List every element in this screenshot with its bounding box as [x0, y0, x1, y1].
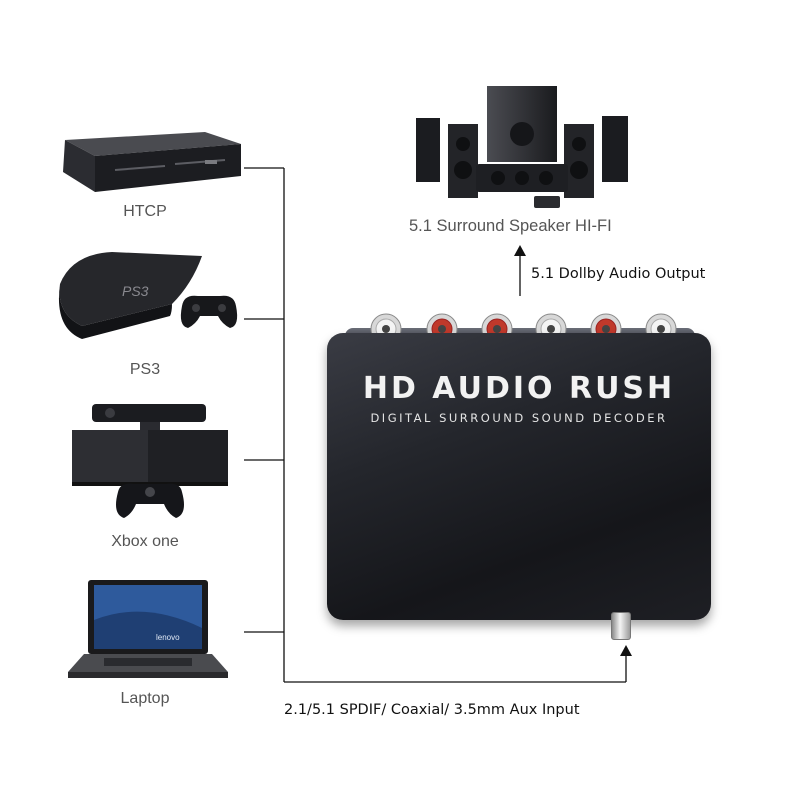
source-label-htcp: HTCP — [123, 203, 167, 220]
input-caption: 2.1/5.1 SPDIF/ Coaxial/ 3.5mm Aux Input — [284, 702, 580, 718]
ps3-image: PS3 — [58, 252, 238, 339]
laptop-logo-text: lenovo — [156, 633, 180, 642]
decoder-subtitle: DIGITAL SURROUND SOUND DECODER — [370, 411, 668, 425]
htpc-image — [63, 132, 241, 192]
source-label-laptop: Laptop — [120, 690, 170, 707]
xbox-image — [72, 404, 228, 518]
decoder-brand: HD AUDIO RUSH — [362, 371, 676, 406]
source-label-ps3: PS3 — [129, 361, 161, 378]
speaker-set-image — [416, 86, 628, 208]
decoder-box: HD AUDIO RUSH DIGITAL SURROUND SOUND DEC… — [327, 333, 711, 620]
input-arrow-head — [620, 645, 632, 656]
ps3-logo-text: PS3 — [122, 283, 149, 299]
output-caption: 5.1 Dollby Audio Output — [531, 266, 706, 282]
htpc-device — [55, 130, 243, 200]
ps3-device: PS3 — [52, 244, 247, 344]
speaker-label: 5.1 Surround Speaker HI-FI — [409, 217, 612, 235]
aux-input-jack — [611, 612, 631, 640]
source-label-xbox: Xbox one — [111, 533, 179, 550]
output-arrow-head — [514, 245, 526, 256]
speaker-set — [412, 84, 637, 214]
xbox-device — [70, 400, 230, 520]
laptop-device: lenovo — [64, 580, 232, 682]
laptop-image: lenovo — [68, 580, 228, 678]
